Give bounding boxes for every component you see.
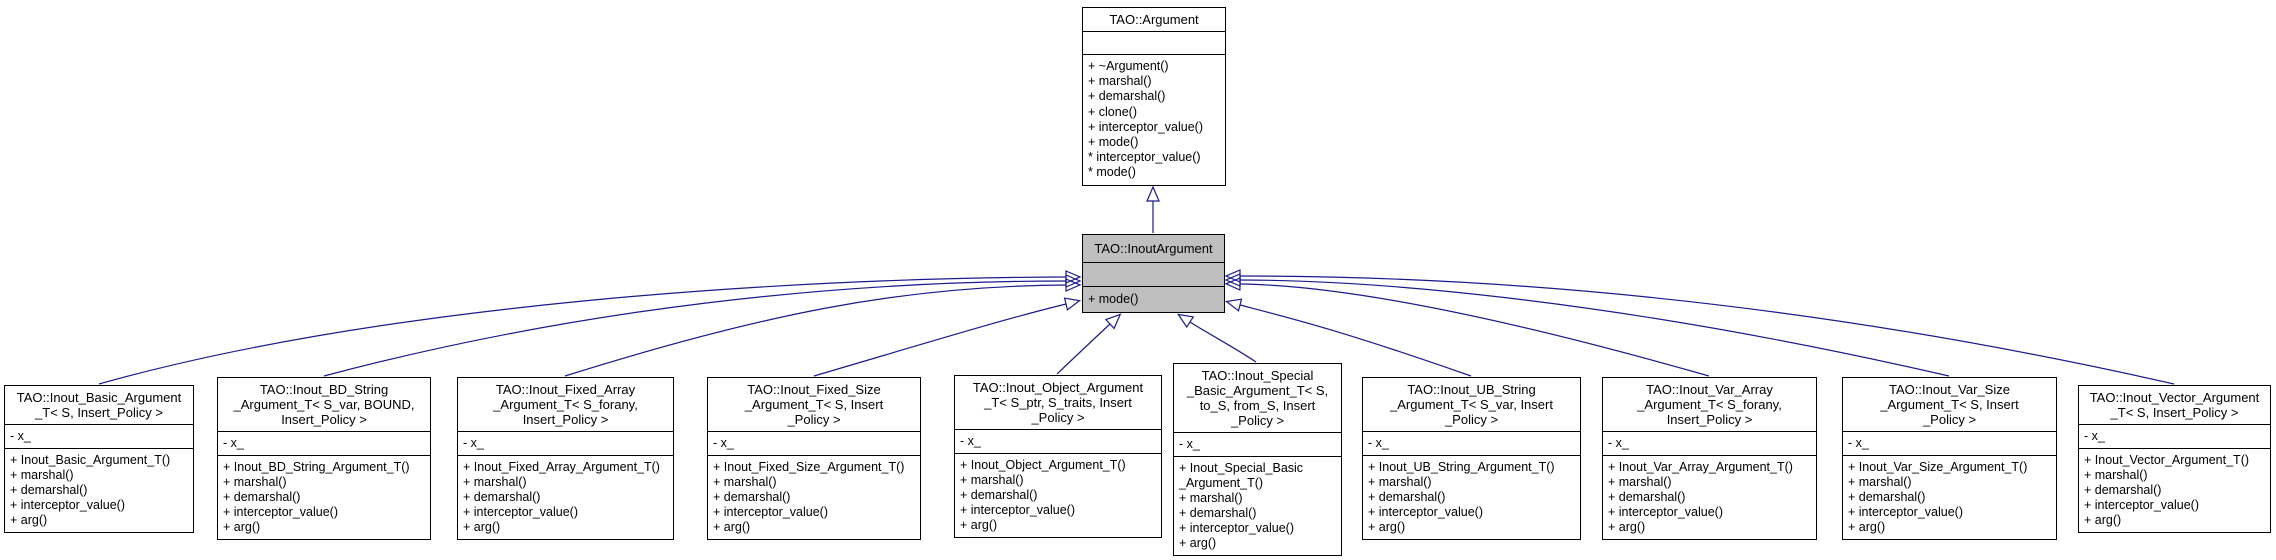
- class-methods: + Inout_UB_String_Argument_T() + marshal…: [1368, 460, 1555, 534]
- class-attributes: - x_: [708, 432, 920, 456]
- class-methods: + ~Argument() + marshal() + demarshal() …: [1088, 59, 1203, 180]
- class-attributes: - x_: [1603, 432, 1816, 456]
- inheritance-edge-var-array: [1224, 277, 1710, 377]
- class-methods: + Inout_Var_Size_Argument_T() + marshal(…: [1848, 460, 2028, 534]
- inheritance-edge-fixed-array: [564, 278, 1082, 377]
- inheritance-edge-bd-string: [323, 274, 1082, 377]
- class-title: TAO::Inout_Var_Array _Argument_T< S_fora…: [1603, 378, 1816, 432]
- class-title: TAO::Inout_Fixed_Size _Argument_T< S, In…: [708, 378, 920, 432]
- class-methods: + Inout_BD_String_Argument_T() + marshal…: [223, 460, 410, 534]
- inheritance-edge-ub-string: [1224, 298, 1472, 377]
- class-attributes: - x_: [1174, 433, 1341, 457]
- class-methods: + Inout_Special_Basic _Argument_T() + ma…: [1179, 461, 1304, 550]
- class-box-inout-bd-string-argument[interactable]: TAO::Inout_BD_String _Argument_T< S_var,…: [217, 377, 431, 540]
- class-methods: + Inout_Fixed_Size_Argument_T() + marsha…: [713, 460, 905, 534]
- class-box-inout-vector-argument[interactable]: TAO::Inout_Vector_Argument _T< S, Insert…: [2078, 385, 2271, 533]
- inheritance-edge-basic: [98, 270, 1082, 385]
- class-attributes: [1083, 263, 1224, 287]
- class-title: TAO::Inout_Special _Basic_Argument_T< S,…: [1174, 364, 1341, 433]
- class-methods: + mode(): [1083, 287, 1224, 312]
- class-attributes: - x_: [5, 425, 193, 449]
- inheritance-edge-fixed-size: [813, 297, 1082, 377]
- inheritance-edge-special-basic: [1176, 313, 1257, 363]
- class-attributes: - x_: [218, 432, 430, 456]
- class-box-inout-var-size-argument[interactable]: TAO::Inout_Var_Size _Argument_T< S, Inse…: [1842, 377, 2057, 540]
- inheritance-edge-object: [1056, 313, 1122, 375]
- class-box-inout-basic-argument[interactable]: TAO::Inout_Basic_Argument _T< S, Insert_…: [4, 385, 194, 533]
- class-attributes: [1083, 32, 1225, 55]
- class-title: TAO::Inout_Fixed_Array _Argument_T< S_fo…: [458, 378, 673, 432]
- class-attributes: - x_: [1363, 432, 1580, 456]
- class-title: TAO::Inout_Vector_Argument _T< S, Insert…: [2079, 386, 2270, 425]
- class-title: TAO::Inout_Basic_Argument _T< S, Insert_…: [5, 386, 193, 425]
- class-title: TAO::Argument: [1083, 8, 1225, 32]
- class-attributes: - x_: [955, 430, 1161, 454]
- class-methods: + Inout_Object_Argument_T() + marshal() …: [960, 458, 1126, 532]
- inheritance-edge-vector: [1224, 269, 2175, 385]
- class-attributes: - x_: [458, 432, 673, 456]
- class-attributes: - x_: [1843, 432, 2056, 456]
- class-methods: + Inout_Basic_Argument_T() + marshal() +…: [10, 453, 171, 527]
- class-title: TAO::Inout_BD_String _Argument_T< S_var,…: [218, 378, 430, 432]
- class-box-tao-inout-argument[interactable]: TAO::InoutArgument + mode(): [1082, 234, 1225, 313]
- inheritance-edge-var-size: [1224, 273, 1950, 377]
- class-methods: + Inout_Vector_Argument_T() + marshal() …: [2084, 453, 2250, 527]
- class-box-inout-object-argument[interactable]: TAO::Inout_Object_Argument _T< S_ptr, S_…: [954, 375, 1162, 538]
- class-box-inout-var-array-argument[interactable]: TAO::Inout_Var_Array _Argument_T< S_fora…: [1602, 377, 1817, 540]
- class-box-inout-special-basic-argument[interactable]: TAO::Inout_Special _Basic_Argument_T< S,…: [1173, 363, 1342, 556]
- class-title: TAO::InoutArgument: [1083, 235, 1224, 263]
- class-title: TAO::Inout_Var_Size _Argument_T< S, Inse…: [1843, 378, 2056, 432]
- class-box-inout-fixed-size-argument[interactable]: TAO::Inout_Fixed_Size _Argument_T< S, In…: [707, 377, 921, 540]
- class-methods: + Inout_Fixed_Array_Argument_T() + marsh…: [463, 460, 660, 534]
- class-attributes: - x_: [2079, 425, 2270, 449]
- class-title: TAO::Inout_UB_String _Argument_T< S_var,…: [1363, 378, 1580, 432]
- class-box-tao-argument[interactable]: TAO::Argument + ~Argument() + marshal() …: [1082, 7, 1226, 186]
- class-box-inout-fixed-array-argument[interactable]: TAO::Inout_Fixed_Array _Argument_T< S_fo…: [457, 377, 674, 540]
- class-methods: + Inout_Var_Array_Argument_T() + marshal…: [1608, 460, 1793, 534]
- class-title: TAO::Inout_Object_Argument _T< S_ptr, S_…: [955, 376, 1161, 430]
- class-box-inout-ub-string-argument[interactable]: TAO::Inout_UB_String _Argument_T< S_var,…: [1362, 377, 1581, 540]
